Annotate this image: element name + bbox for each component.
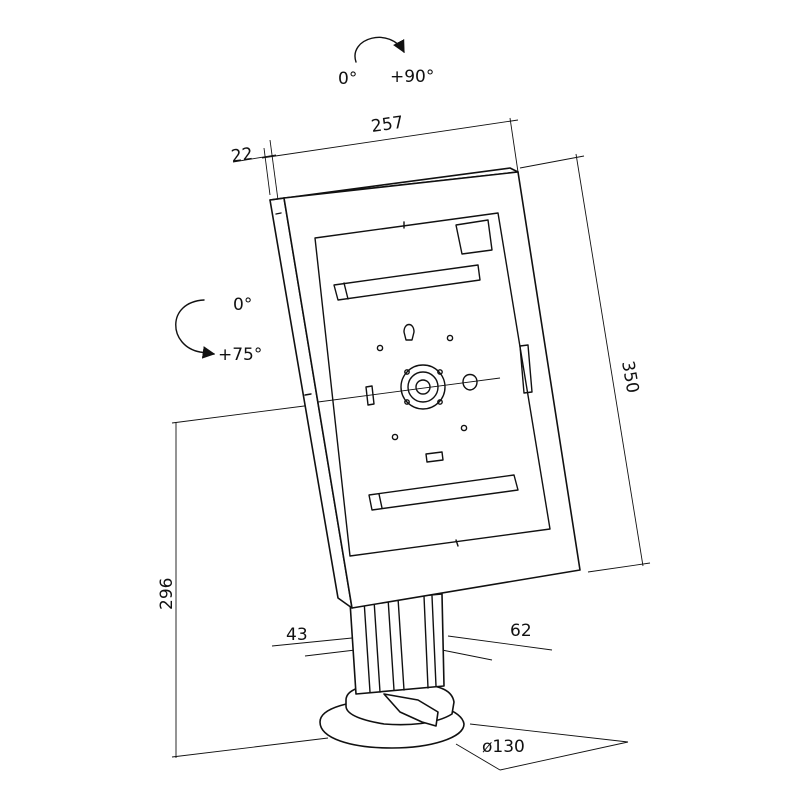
stand-base — [319, 683, 465, 749]
height-dimension-label: 350 — [617, 359, 642, 394]
top-rotation-from-label: 0° — [338, 69, 357, 89]
side-rotation-to-label: +75° — [218, 345, 262, 365]
side-rotation-arrow-icon — [175, 299, 216, 359]
width-dimension-label: 257 — [370, 113, 405, 137]
side-rotation-from-label: 0° — [233, 295, 252, 315]
depth-dimension-label: 22 — [230, 144, 254, 167]
stand-height-dimension-label: 296 — [157, 578, 177, 610]
column-depth-dimension-label: 43 — [286, 625, 308, 645]
base-diameter-dimension-label: ø130 — [482, 737, 525, 757]
stand-column — [349, 593, 445, 695]
column-width-dimension-label: 62 — [510, 621, 532, 641]
tablet-enclosure — [269, 167, 581, 609]
top-rotation-arrow-icon — [354, 36, 405, 63]
top-rotation-to-label: +90° — [390, 67, 434, 87]
